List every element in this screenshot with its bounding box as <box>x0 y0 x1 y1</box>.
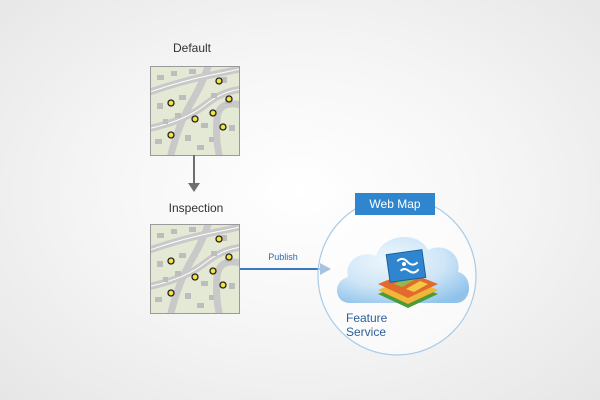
feature-service-line2: Service <box>346 325 387 339</box>
publish-label: Publish <box>268 252 298 262</box>
feature-point-icon <box>167 235 233 297</box>
publish-arrow <box>240 263 331 275</box>
default-stage-label: Default <box>172 41 212 55</box>
inspection-map-thumbnail <box>150 224 240 314</box>
feature-service-line1: Feature <box>346 311 388 325</box>
web-map-badge: Web Map <box>355 193 435 215</box>
layer-stack-icon <box>378 249 438 308</box>
down-arrow <box>188 155 200 192</box>
street-map-icon <box>151 67 239 155</box>
default-map-thumbnail <box>150 66 240 156</box>
street-map-icon <box>151 225 239 313</box>
feature-point-icon <box>167 77 233 139</box>
inspection-stage-label: Inspection <box>168 201 224 215</box>
feature-service-label: Feature Service <box>346 311 426 339</box>
